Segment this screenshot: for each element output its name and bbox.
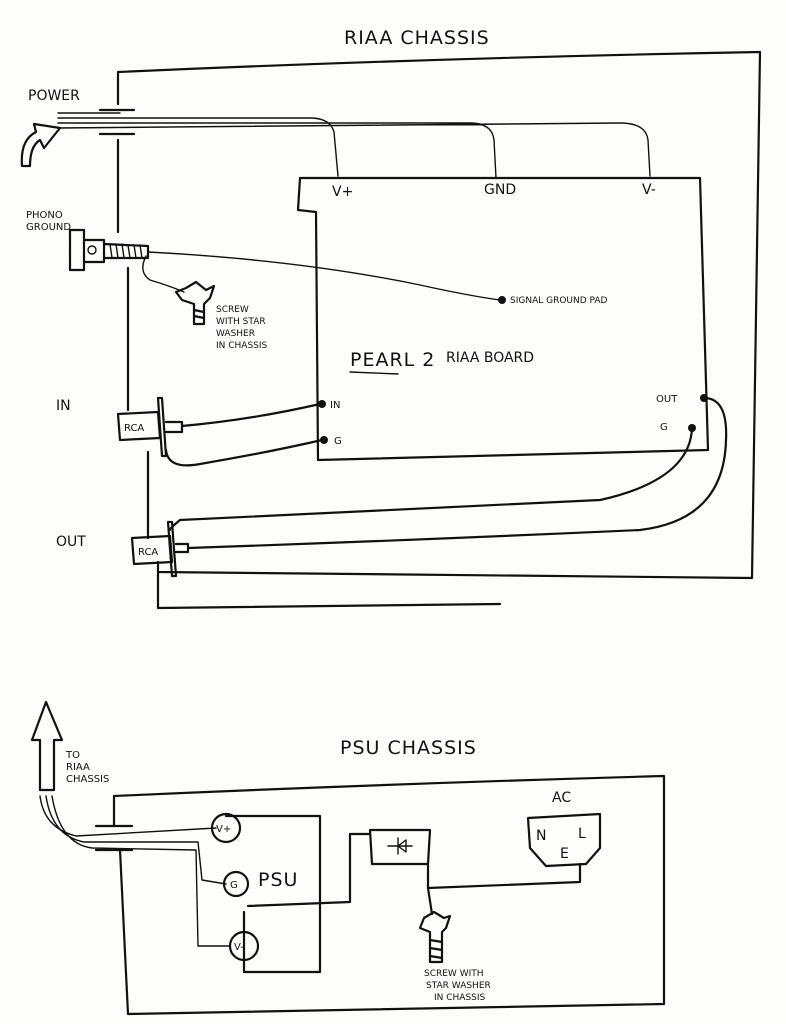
psu-box [224, 814, 322, 974]
chassis-ground-wire [142, 255, 185, 293]
rca-in-label: RCA [124, 423, 144, 434]
gnd-label: GND [484, 182, 516, 198]
signal-ground-wire [147, 251, 501, 301]
ac-l: L [578, 826, 586, 842]
grommet-power [98, 108, 136, 136]
psu-g: G [230, 880, 238, 891]
vplus-label: V+ [332, 184, 353, 200]
psu-screw-note-3: IN CHASSIS [434, 993, 486, 1003]
vminus-label: V- [642, 182, 656, 198]
psu-vminus-terminal [228, 930, 260, 962]
screw-note-2: WITH STAR [216, 317, 266, 327]
psu-cable [39, 795, 231, 947]
phono-label: PHONO [26, 210, 63, 221]
psu-star-washer-screw-icon [418, 910, 452, 964]
in-label: IN [56, 398, 71, 414]
out-label: OUT [56, 534, 86, 550]
psu-screw-note-2: STAR WASHER [426, 981, 491, 991]
filter-to-ac-wire [426, 862, 582, 890]
signal-ground-label: SIGNAL GROUND PAD [510, 296, 608, 306]
to-riaa-1: TO [65, 750, 80, 761]
g2-pad-label: G [660, 422, 668, 433]
screw-note-3: WASHER [216, 329, 255, 339]
ac-inlet [526, 812, 602, 868]
star-washer-screw-icon [174, 280, 216, 326]
screw-note-1: SCREW [216, 305, 249, 315]
board-name: PEARL 2 [350, 349, 435, 371]
psu-label: PSU [258, 869, 298, 891]
out-pad-label: OUT [656, 394, 678, 405]
to-riaa-3: CHASSIS [66, 774, 109, 785]
out-signal-wire [186, 396, 728, 550]
g-pad [320, 436, 328, 444]
in-ground-wire [164, 438, 324, 467]
board-name-underline [349, 371, 399, 375]
power-cable [57, 112, 651, 179]
ground-label: GROUND [26, 222, 71, 233]
to-riaa-arrow-icon [30, 700, 64, 792]
phono-ground-post [68, 228, 150, 272]
power-label: POWER [28, 88, 80, 104]
riaa-board [296, 176, 710, 462]
post-threads [109, 243, 143, 259]
signal-ground-pad [498, 296, 506, 304]
g-pad-label: G [334, 436, 342, 447]
grommet-psu [94, 824, 134, 852]
in-pad-label: IN [330, 400, 340, 411]
psu-g-terminal [222, 870, 250, 898]
board-title: RIAA BOARD [446, 350, 534, 366]
post-nut [87, 245, 97, 255]
to-riaa-2: RIAA [66, 762, 90, 773]
rca-out-label: RCA [138, 547, 158, 558]
ac-n: N [536, 828, 546, 844]
out-ground-wire [168, 426, 694, 532]
psu-vminus: V- [234, 942, 244, 953]
psu-chassis-outline [112, 774, 666, 1016]
ac-e: E [560, 846, 569, 862]
psu-screw-note-1: SCREW WITH [424, 969, 484, 979]
ac-label: AC [552, 790, 571, 806]
in-pad [318, 400, 326, 408]
chassis-bottom-loop [156, 570, 502, 610]
filter-symbol-icon [387, 837, 413, 855]
psu-vplus: V+ [216, 824, 231, 835]
psu-vplus-terminal [210, 812, 242, 844]
screw-note-4: IN CHASSIS [216, 341, 268, 351]
power-arrow [20, 122, 62, 168]
psu-chassis-title: PSU CHASSIS [340, 737, 477, 759]
filter-to-screw-wire [426, 886, 434, 916]
riaa-chassis-title: RIAA CHASSIS [344, 27, 490, 49]
riaa-chassis-outline [116, 50, 762, 580]
in-signal-wire [180, 402, 322, 428]
psu-to-filter-wire [246, 832, 372, 908]
